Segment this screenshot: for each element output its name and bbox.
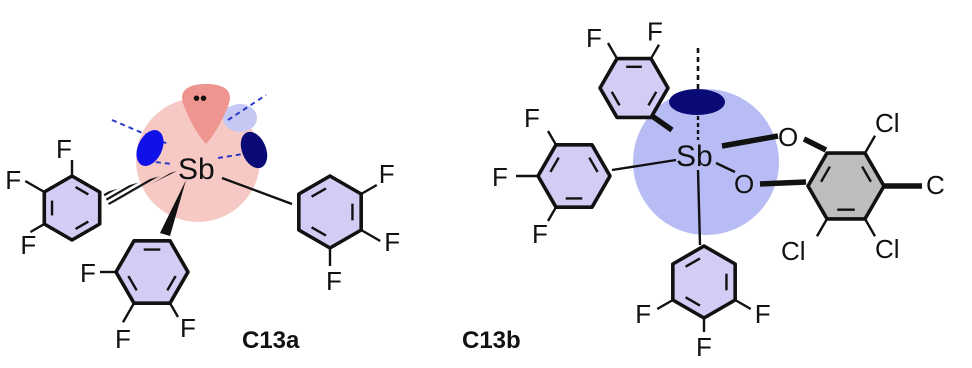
substituent-bond xyxy=(546,206,558,222)
aromatic-inner-bond xyxy=(310,187,327,198)
wedge-bond-lower xyxy=(160,180,186,236)
substituent-bond xyxy=(863,135,877,154)
navy-lobe-right xyxy=(240,131,268,169)
fluorine-atom: F xyxy=(56,134,72,164)
lone-pair-orbital-sphere xyxy=(136,98,260,222)
fluorine-atom: F xyxy=(384,227,400,257)
substituent-bond xyxy=(360,228,381,243)
substituent-bond xyxy=(649,44,661,60)
structure-c13b: O O Sb xyxy=(611,48,828,246)
fluorine-atom: F xyxy=(586,23,602,53)
c13b-left-aryl-ring: FFF xyxy=(492,103,612,249)
aromatic-inner-bond xyxy=(610,91,621,106)
fluorine-atom: F xyxy=(696,332,712,362)
lone-pair-dots: •• xyxy=(193,88,207,110)
fluorine-atom: F xyxy=(180,313,196,343)
fluorine-atom: F xyxy=(532,219,548,249)
sigma-hole-lobe xyxy=(669,89,725,115)
lone-pair-lobe xyxy=(182,84,230,144)
fluorine-atom: F xyxy=(326,266,342,296)
sb-atom-label: Sb xyxy=(676,140,713,173)
fluorine-atom: F xyxy=(524,103,540,133)
aromatic-inner-bond xyxy=(74,220,89,231)
fluorine-atom: F xyxy=(80,258,96,288)
chlorine-atom: Cl xyxy=(875,108,900,138)
c13a-lower-aryl-ring: F F F xyxy=(80,239,196,354)
dashed-axis-lower-left xyxy=(137,159,173,165)
fluorine-atom: F xyxy=(635,299,651,329)
hashed-wedge-bond xyxy=(103,171,177,205)
sb-atom-label: Sb xyxy=(178,153,215,186)
aromatic-inner-bond xyxy=(166,275,177,292)
dashed-axis-right xyxy=(227,94,267,121)
caption-c13b: C13b xyxy=(462,327,521,354)
bond-sb-right-aryl xyxy=(221,176,293,206)
bond-sb-upper-aryl xyxy=(650,113,674,133)
fluorine-atom: F xyxy=(755,299,771,329)
aromatic-inner-bond xyxy=(74,185,89,196)
aromatic-inner-bond xyxy=(127,275,138,292)
dashed-axis-left xyxy=(111,119,169,145)
substituent-bond xyxy=(546,130,558,146)
chlorine-atom: Cl xyxy=(781,236,806,266)
substituent-bond xyxy=(656,298,674,311)
light-blue-lobe xyxy=(223,104,257,132)
aromatic-inner-bond xyxy=(549,156,560,173)
substituent-bond xyxy=(29,222,45,234)
structure-c13a: •• Sb xyxy=(103,84,293,236)
fluorine-atom: F xyxy=(5,165,21,195)
blue-lobe-left xyxy=(136,130,164,166)
substituent-bond xyxy=(815,218,829,237)
aromatic-inner-bond xyxy=(647,91,658,106)
aromatic-inner-bond xyxy=(310,226,327,237)
bond-o-ring-lower xyxy=(759,179,807,187)
c13b-lower-aryl-ring: F F F xyxy=(635,244,771,362)
c13a-right-aryl-ring: F F F xyxy=(297,159,400,296)
fluorine-atom: F xyxy=(492,162,508,192)
aromatic-inner-bond xyxy=(684,257,701,268)
c13a-left-aryl-ring: F F F xyxy=(5,134,102,260)
truncated-atom: C xyxy=(926,170,945,200)
substituent-bond xyxy=(734,298,752,311)
aromatic-inner-bond xyxy=(684,296,701,307)
caption-c13a: C13a xyxy=(242,327,300,354)
bond-sb-lower-aryl xyxy=(696,169,702,246)
substituent-bond xyxy=(606,42,619,60)
fluorine-atom: F xyxy=(20,230,36,260)
aromatic-inner-bond xyxy=(820,165,831,183)
bond-sb-o-upper xyxy=(721,133,779,149)
substituent-bond xyxy=(168,302,180,318)
bond-sb-left-aryl xyxy=(611,158,677,172)
dashed-axis-lower-right xyxy=(217,151,257,159)
aromatic-inner-bond xyxy=(588,156,599,173)
fluorine-atom: F xyxy=(115,324,131,354)
aromatic-inner-bond xyxy=(861,165,872,183)
chlorine-atom: Cl xyxy=(875,234,900,264)
c13b-upper-aryl-ring: FF xyxy=(586,17,670,120)
substituent-bond xyxy=(24,179,45,194)
bond-o-ring-upper xyxy=(802,136,828,153)
oxygen-atom-upper: O xyxy=(778,122,798,152)
fluorine-atom: F xyxy=(379,159,395,189)
substituent-bond xyxy=(121,302,136,323)
oxygen-atom-lower: O xyxy=(734,169,754,199)
substituent-bond xyxy=(360,183,378,196)
substituent-bond xyxy=(863,218,877,237)
bond-sb-o-lower xyxy=(715,161,736,174)
fluorine-atom: F xyxy=(647,17,663,47)
